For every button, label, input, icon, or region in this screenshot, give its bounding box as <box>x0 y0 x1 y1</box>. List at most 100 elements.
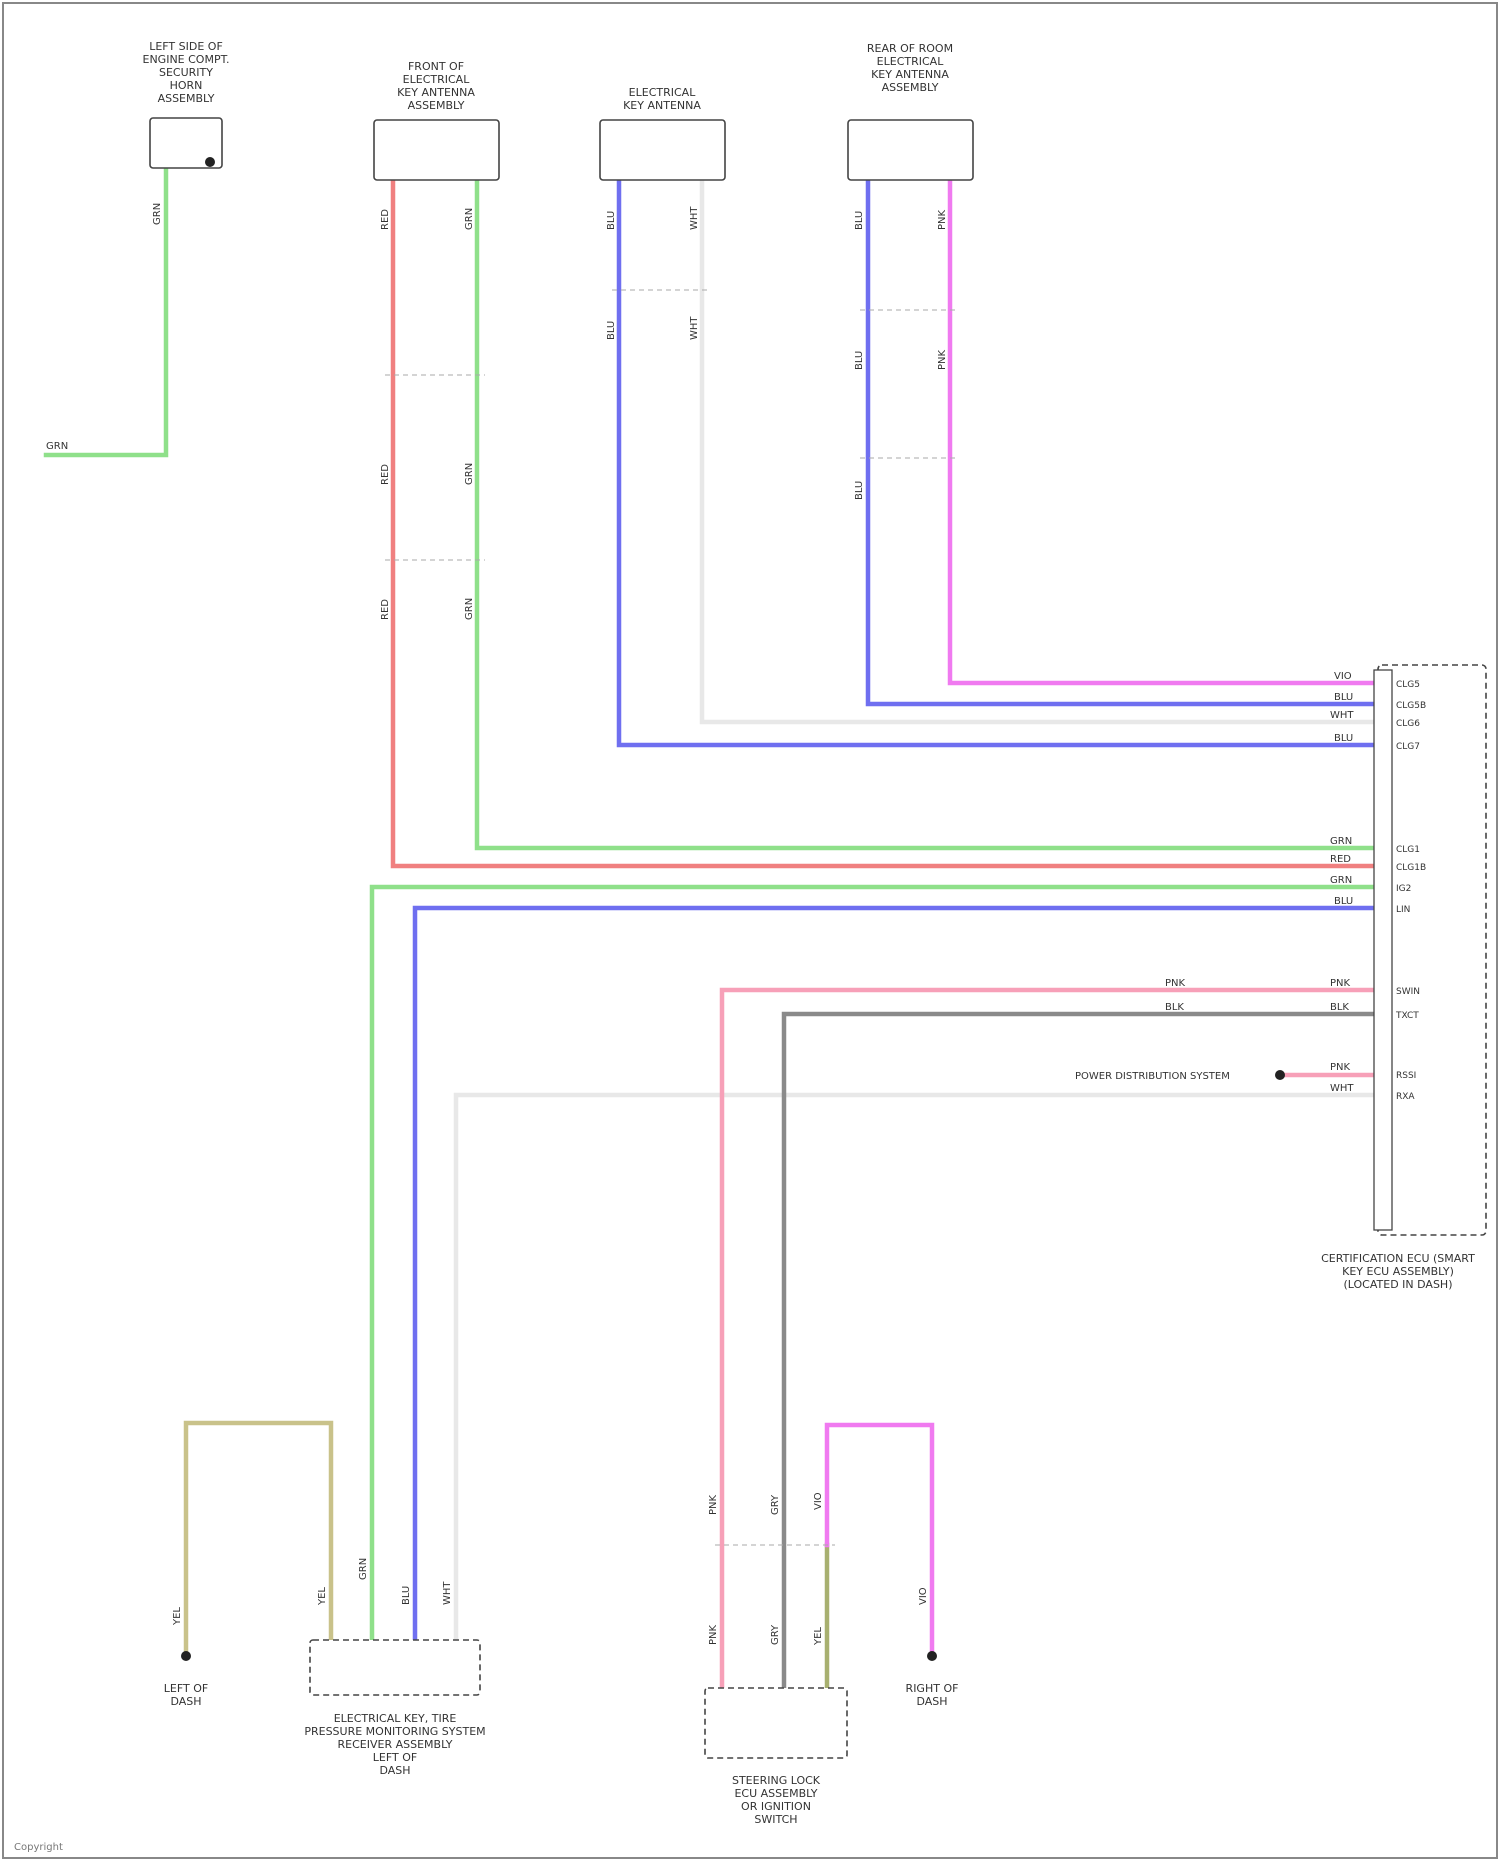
code-rear-blu-1: BLU <box>854 211 865 230</box>
wire-rear-antenna-magenta <box>950 180 1380 683</box>
label-line: KEY ANTENNA <box>623 99 701 112</box>
power-distribution-note: POWER DISTRIBUTION SYSTEM <box>1075 1071 1230 1082</box>
rear-antenna-connector <box>848 120 973 180</box>
label-line: ECU ASSEMBLY <box>734 1787 817 1800</box>
power-distribution-dot <box>1275 1070 1285 1080</box>
ecu-pin-8: SWIN <box>1396 987 1420 997</box>
label-line: DASH <box>916 1695 947 1708</box>
front-antenna-label: FRONT OFELECTRICALKEY ANTENNAASSEMBLY <box>397 60 475 112</box>
code-ecu-grn-1: GRN <box>1330 836 1352 847</box>
wire-inside-antenna-blue <box>619 180 1380 745</box>
ecu-pin-7: LIN <box>1396 905 1410 915</box>
code-rear-blu-3: BLU <box>854 481 865 500</box>
code-tpms-yel: YEL <box>317 1587 328 1606</box>
code-ecu-pnk-2: PNK <box>1330 1062 1351 1073</box>
ecu-pin-4: CLG1 <box>1396 845 1420 855</box>
ecu-pin-0: CLG5 <box>1396 680 1420 690</box>
code-ecu-wht: WHT <box>1330 710 1354 721</box>
code-ecu-blu-2: BLU <box>1334 733 1353 744</box>
code-horn-end-grn: GRN <box>46 441 68 452</box>
wire-tpms-green <box>372 887 1380 1642</box>
code-tpms-grn: GRN <box>358 1558 369 1580</box>
wire-tpms-white <box>456 1095 1380 1642</box>
label-line: KEY ECU ASSEMBLY) <box>1342 1265 1454 1278</box>
wire-steering-ground-magenta <box>827 1425 932 1652</box>
label-line: (LOCATED IN DASH) <box>1344 1278 1453 1291</box>
label-line: RIGHT OF <box>906 1682 959 1695</box>
ecu-pin-6: IG2 <box>1396 884 1411 894</box>
code-front-red-1: RED <box>380 209 391 230</box>
code-front-red-3: RED <box>380 599 391 620</box>
code-ecu-wht-2: WHT <box>1330 1083 1354 1094</box>
label-line: LEFT OF <box>164 1682 208 1695</box>
label-line: ELECTRICAL KEY, TIRE <box>334 1712 457 1725</box>
diagram-frame <box>3 3 1497 1858</box>
code-front-grn-2: GRN <box>464 463 475 485</box>
label-line: PRESSURE MONITORING SYSTEM <box>304 1725 485 1738</box>
certification-ecu-box <box>1378 665 1486 1235</box>
code-steer-gry: GRY <box>770 1494 781 1515</box>
code-steer-vio: VIO <box>813 1492 824 1510</box>
label-line: ASSEMBLY <box>158 92 215 105</box>
code-steer-pnk-2: PNK <box>708 1624 719 1645</box>
code-steer-yel-2: YEL <box>813 1627 824 1646</box>
code-ecu-blu-1: BLU <box>1334 692 1353 703</box>
code-inside-blu-1: BLU <box>606 211 617 230</box>
label-line: ELECTRICAL <box>877 55 945 68</box>
front-antenna-connector <box>374 120 499 180</box>
code-ground-left-yel: YEL <box>172 1607 183 1626</box>
code-rear-pnk-2: PNK <box>937 349 948 370</box>
label-line: OR IGNITION <box>741 1800 811 1813</box>
code-tpms-blu: BLU <box>401 1586 412 1605</box>
wire-tpms-ground-olive <box>186 1423 331 1652</box>
code-steer-pnk-h: PNK <box>1165 978 1186 989</box>
label-line: KEY ANTENNA <box>871 68 949 81</box>
label-line: ENGINE COMPT. <box>143 53 230 66</box>
label-line: LEFT OF <box>373 1751 417 1764</box>
label-line: HORN <box>170 79 203 92</box>
wire-steering-gray <box>784 1014 1380 1690</box>
label-line: ASSEMBLY <box>882 81 939 94</box>
code-front-grn-1: GRN <box>464 208 475 230</box>
wire-front-antenna-green <box>477 180 1380 848</box>
code-rear-pnk-1: PNK <box>937 209 948 230</box>
inside-antenna-connector <box>600 120 725 180</box>
ecu-pin-11: RXA <box>1396 1092 1415 1102</box>
code-inside-wht-1: WHT <box>689 206 700 230</box>
ground-right-dot <box>927 1651 937 1661</box>
label-line: REAR OF ROOM <box>867 42 953 55</box>
label-line: ASSEMBLY <box>408 99 465 112</box>
code-ecu-blu-3: BLU <box>1334 896 1353 907</box>
code-front-grn-3: GRN <box>464 598 475 620</box>
label-line: CERTIFICATION ECU (SMART <box>1321 1252 1475 1265</box>
code-steer-pnk: PNK <box>708 1494 719 1515</box>
wire-inside-antenna-white <box>702 180 1380 722</box>
label-line: RECEIVER ASSEMBLY <box>338 1738 453 1751</box>
wire-horn-green <box>46 162 166 455</box>
wire-rear-antenna-blue <box>868 180 1380 704</box>
label-line: DASH <box>170 1695 201 1708</box>
code-ecu-vio: VIO <box>1334 671 1352 682</box>
code-ecu-grn-2: GRN <box>1330 875 1352 886</box>
code-rear-blu-2: BLU <box>854 351 865 370</box>
code-ecu-red: RED <box>1330 854 1351 865</box>
code-front-red-2: RED <box>380 464 391 485</box>
code-inside-wht-2: WHT <box>689 316 700 340</box>
label-line: ELECTRICAL <box>629 86 697 99</box>
code-steer-gry-2: GRY <box>770 1624 781 1645</box>
horn-ground-dot <box>205 157 215 167</box>
code-ground-right-vio: VIO <box>918 1587 929 1605</box>
code-ecu-blk: BLK <box>1330 1002 1349 1013</box>
ecu-pin-3: CLG7 <box>1396 742 1420 752</box>
ecu-pin-9: TXCT <box>1395 1011 1419 1021</box>
code-steer-blk-h: BLK <box>1165 1002 1184 1013</box>
code-ecu-pnk: PNK <box>1330 978 1351 989</box>
code-horn-grn: GRN <box>152 203 163 225</box>
